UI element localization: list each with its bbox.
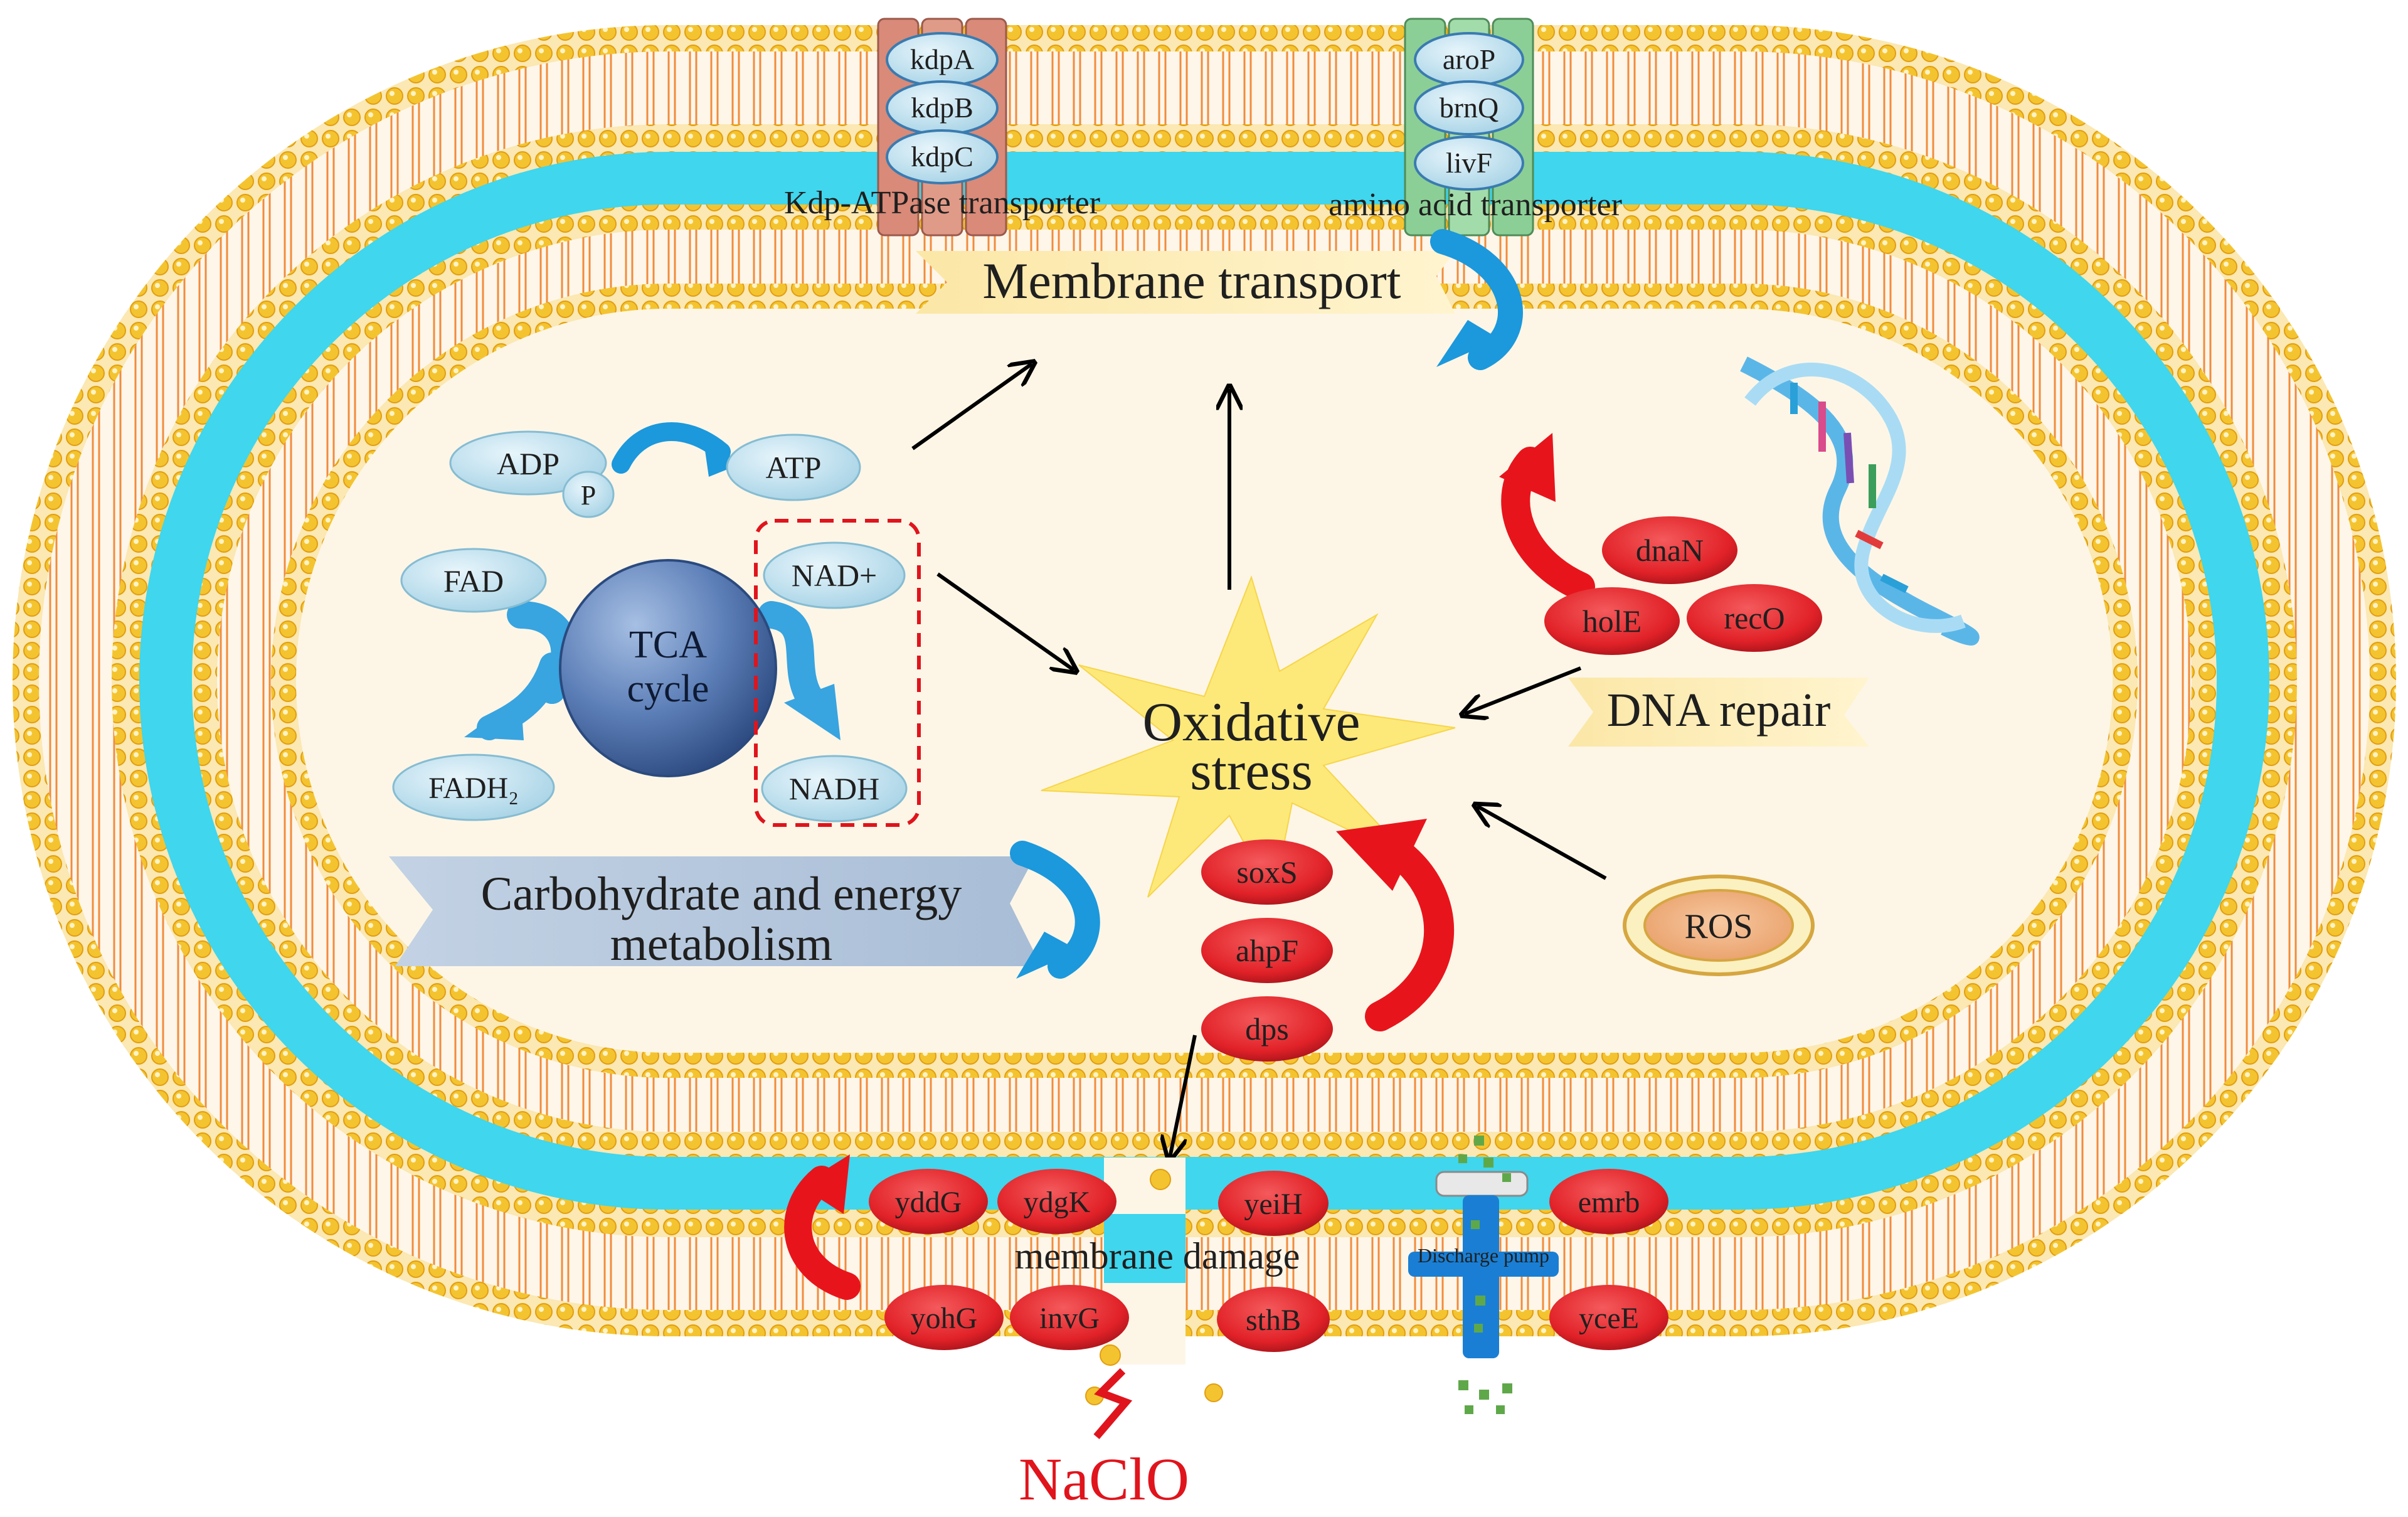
- metabolite-adp: ADP: [449, 430, 607, 496]
- svg-text:DNA repair: DNA repair: [1607, 684, 1831, 737]
- svg-text:invG: invG: [1039, 1302, 1100, 1335]
- gene-soxs: soxS: [1201, 839, 1333, 905]
- carbohydrate-banner: Carbohydrate and energy metabolism: [389, 841, 1100, 979]
- gene-yddg: yddG: [869, 1169, 988, 1234]
- svg-text:kdpC: kdpC: [911, 141, 973, 173]
- svg-text:dps: dps: [1245, 1011, 1288, 1046]
- metabolite-nadh: NADH: [761, 755, 908, 822]
- svg-text:P: P: [581, 480, 596, 511]
- svg-text:yddG: yddG: [895, 1186, 962, 1219]
- svg-text:Oxidative: Oxidative: [1142, 692, 1360, 753]
- metabolite-fad: FAD: [400, 548, 547, 613]
- metabolite-nad-plus: NAD+: [763, 541, 906, 609]
- amino-acid-transporter: aroP brnQ livF: [1404, 18, 1534, 237]
- svg-text:NAD+: NAD+: [792, 558, 878, 593]
- gene-arop: aroP: [1414, 32, 1524, 87]
- blue-curved-arrow-icon: [1010, 841, 1100, 979]
- gene-hole: holE: [1544, 587, 1680, 655]
- gene-ycee: yceE: [1549, 1285, 1668, 1350]
- gene-kdpb: kdpB: [886, 80, 999, 136]
- svg-text:yeiH: yeiH: [1244, 1188, 1302, 1221]
- svg-text:brnQ: brnQ: [1440, 92, 1499, 124]
- svg-text:soxS: soxS: [1236, 854, 1297, 890]
- svg-text:kdpA: kdpA: [910, 43, 974, 75]
- svg-text:yohG: yohG: [911, 1302, 978, 1335]
- gene-livf: livF: [1414, 136, 1524, 191]
- red-upregulation-arrow-icon: [1499, 433, 1595, 601]
- svg-text:ADP: ADP: [497, 446, 560, 481]
- gene-ahpf: ahpF: [1201, 918, 1333, 983]
- gene-invg: invG: [1010, 1285, 1129, 1350]
- gene-kdpc: kdpC: [886, 129, 999, 184]
- kdp-atpase-transporter-label: Kdp-ATPase transporter: [784, 185, 1100, 221]
- gene-emrb: emrb: [1549, 1169, 1668, 1234]
- discharge-pump: [1408, 1136, 1559, 1414]
- svg-text:sthB: sthB: [1246, 1304, 1301, 1337]
- svg-text:aroP: aroP: [1443, 43, 1495, 75]
- gene-yohg: yohG: [884, 1285, 1004, 1350]
- svg-text:ATP: ATP: [766, 450, 822, 485]
- oxidative-stress: Oxidative stress: [1041, 575, 1456, 899]
- svg-text:dnaN: dnaN: [1636, 533, 1704, 568]
- svg-text:Carbohydrate and energy: Carbohydrate and energy: [481, 868, 962, 920]
- svg-text:yceE: yceE: [1579, 1302, 1639, 1335]
- svg-text:emrb: emrb: [1578, 1186, 1640, 1219]
- ros: ROS: [1623, 875, 1815, 976]
- svg-text:kdpB: kdpB: [911, 92, 973, 124]
- gene-dps: dps: [1201, 996, 1333, 1062]
- svg-text:livF: livF: [1446, 147, 1492, 179]
- blue-curved-arrow-icon: [1430, 229, 1523, 370]
- metabolite-phosphate: P: [562, 471, 615, 518]
- svg-text:TCA: TCA: [629, 624, 707, 666]
- svg-text:cycle: cycle: [627, 668, 709, 710]
- gene-reco: recO: [1687, 584, 1822, 652]
- dna-repair-banner: DNA repair: [1568, 678, 1869, 747]
- metabolite-fadh2: FADH₂: [392, 753, 555, 821]
- pathway-arrows: [911, 364, 1607, 1158]
- svg-text:FADH₂: FADH₂: [428, 772, 519, 805]
- svg-text:recO: recO: [1724, 600, 1785, 636]
- gene-sthb: sthB: [1217, 1287, 1330, 1352]
- tca-cycle: TCA cycle: [559, 559, 777, 777]
- svg-text:FAD: FAD: [443, 563, 504, 599]
- red-upregulation-arrow-icon: [784, 1154, 861, 1300]
- svg-text:stress: stress: [1190, 741, 1313, 802]
- svg-text:holE: holE: [1583, 604, 1642, 639]
- svg-text:ydgK: ydgK: [1024, 1186, 1091, 1219]
- membrane-transport-banner: Membrane transport: [916, 229, 1523, 370]
- naclo-label: NaClO: [1019, 1445, 1189, 1513]
- svg-text:ROS: ROS: [1685, 907, 1753, 946]
- svg-text:metabolism: metabolism: [610, 918, 833, 971]
- gene-dnan: dnaN: [1602, 516, 1737, 584]
- amino-acid-transporter-label: amino acid transporter: [1329, 187, 1622, 223]
- gene-kdpa: kdpA: [886, 32, 999, 87]
- red-upregulation-arrow-icon: [1336, 819, 1455, 1031]
- dna-helix-icon: [1740, 356, 1980, 646]
- svg-text:NADH: NADH: [789, 771, 879, 806]
- svg-text:Membrane transport: Membrane transport: [982, 252, 1401, 309]
- metabolite-atp: ATP: [726, 434, 861, 501]
- discharge-pump-label: Discharge pump: [1418, 1244, 1549, 1267]
- naclo-lightning-icon: [1093, 1368, 1133, 1439]
- membrane-damage-label: membrane damage: [1015, 1235, 1300, 1277]
- gene-brnq: brnQ: [1414, 80, 1524, 136]
- cell-envelope: [13, 25, 2396, 1336]
- gene-ydgk: ydgK: [997, 1169, 1116, 1234]
- kdp-atpase-transporter: kdpA kdpB kdpC: [877, 18, 1007, 237]
- gene-yeih: yeiH: [1218, 1171, 1329, 1236]
- svg-text:ahpF: ahpF: [1236, 933, 1298, 968]
